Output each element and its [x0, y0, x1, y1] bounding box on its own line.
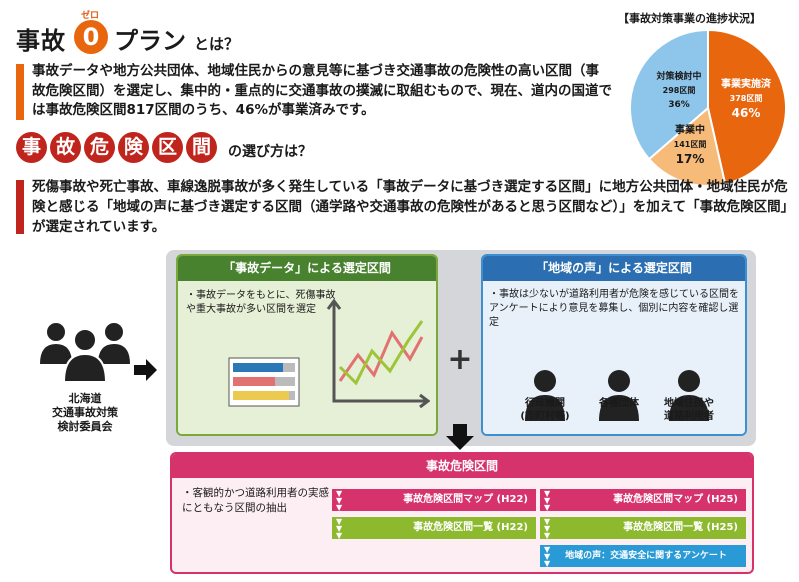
chip-list-h25: ▼▼▼ 事故危険区間一覧 (H25)	[540, 517, 746, 540]
zero-circle: 0	[74, 20, 108, 54]
stakeholder-label-line: 行政機関	[525, 398, 565, 409]
progress-title: 【事故対策事業の進捗状況】	[618, 12, 761, 25]
pie-label-review: 対策検討中 298区間 36%	[644, 70, 714, 112]
arrow-down-icon	[446, 424, 474, 450]
person-icon	[599, 370, 639, 421]
data-selection-title: 「事故データ」による選定区間	[178, 256, 436, 281]
stakeholder-label-line: 各種団体	[599, 398, 639, 409]
pie-label-ongoing-percent: 17%	[675, 152, 705, 166]
zero-emblem: ゼロ 0	[70, 10, 110, 56]
pie-label-review-percent: 36%	[668, 100, 690, 110]
pie-label-done: 事業実施済 378区間 46%	[706, 78, 786, 120]
stakeholder-label: 地域住民や 道路利用者	[649, 397, 729, 423]
chip-label: 事故危険区間マップ (H25)	[613, 494, 738, 505]
voice-selection-box: 「地域の声」による選定区間 ・事故は少ないが道路利用者が危険を感じている区間をア…	[481, 254, 747, 436]
chip-list-h22: ▼▼▼ 事故危険区間一覧 (H22)	[332, 517, 536, 540]
heading-suffix: の選び方は？	[228, 144, 312, 160]
chevron-down-icon: ▼▼▼	[544, 517, 551, 540]
page-title: 事故 ゼロ 0 プラン とは？	[16, 10, 240, 56]
heading-badge-char: 険	[118, 131, 149, 163]
committee-people-icon	[40, 323, 130, 383]
result-title: 事故危険区間	[172, 454, 752, 478]
heading-badge-char: 事	[16, 131, 47, 163]
title-suffix: とは？	[194, 35, 240, 53]
chip-survey-h25: ▼▼▼ 地域の声：交通安全に関するアンケート (H25)	[540, 545, 746, 568]
method-text: 死傷事故や死亡事故、車線逸脱事故が多く発生している「事故データに基づき選定する区…	[32, 179, 788, 235]
committee-label: 北海道 交通事故対策 検討委員会	[20, 392, 150, 434]
pie-label-done-count: 378区間	[729, 94, 763, 103]
pie-slice-ongoing	[647, 106, 727, 187]
data-selection-text: ・事故データをもとに、死傷事故や重大事故が多い区間を選定	[186, 290, 336, 315]
stakeholder-label: 行政機関 (市町村等)	[505, 397, 585, 423]
data-selection-body: ・事故データをもとに、死傷事故や重大事故が多い区間を選定	[178, 281, 436, 434]
intro-accent-bar	[16, 64, 24, 120]
stakeholder-label-line: 地域住民や	[664, 398, 714, 409]
pie-label-ongoing-count: 141区間	[673, 140, 707, 149]
plus-sign: +	[447, 342, 473, 377]
voice-selection-text: ・事故は少ないが道路利用者が危険を感じている区間をアンケートにより意見を募集し、…	[489, 289, 739, 328]
chevron-down-icon: ▼▼▼	[544, 545, 551, 568]
pie-label-ongoing-name: 事業中	[675, 125, 705, 136]
heading-badge-char: 間	[186, 131, 217, 163]
pie-label-ongoing: 事業中 141区間 17%	[660, 124, 720, 166]
pie-label-done-name: 事業実施済	[721, 79, 771, 90]
bar-chart-icon	[228, 357, 300, 407]
pie-label-done-percent: 46%	[731, 106, 761, 120]
person-icon	[669, 370, 709, 421]
section-heading: 事 故 危 険 区 間 の選び方は？	[16, 130, 312, 164]
stakeholder-label: 各種団体	[579, 397, 659, 410]
result-box: 事故危険区間 ・客観的かつ道路利用者の実感にともなう区間の抽出 ▼▼▼ 事故危険…	[170, 452, 754, 574]
title-part1: 事故	[16, 27, 66, 55]
committee-label-line: 交通事故対策	[52, 406, 118, 419]
heading-badge-char: 危	[84, 131, 115, 163]
heading-badge-char: 故	[50, 131, 81, 163]
pie-label-review-name: 対策検討中	[656, 72, 702, 82]
chip-map-h22: ▼▼▼ 事故危険区間マップ (H22)	[332, 489, 536, 512]
result-text: ・客観的かつ道路利用者の実感にともなう区間の抽出	[182, 487, 329, 514]
committee-label-line: 北海道	[68, 392, 102, 405]
chip-label: 事故危険区間一覧 (H25)	[623, 522, 738, 533]
intro-text: 事故データや地方公共団体、地域住民からの意見等に基づき交通事故の危険性の高い区間…	[32, 63, 612, 118]
committee-label-line: 検討委員会	[57, 420, 113, 433]
pie-slice-done	[707, 28, 787, 186]
arrow-right-icon	[134, 359, 157, 381]
pie-slice-review	[629, 28, 709, 161]
stakeholder-label-line: (市町村等)	[520, 411, 570, 422]
chevron-down-icon: ▼▼▼	[544, 489, 551, 512]
chip-map-h25: ▼▼▼ 事故危険区間マップ (H25)	[540, 489, 746, 512]
voice-selection-body: ・事故は少ないが道路利用者が危険を感じている区間をアンケートにより意見を募集し、…	[483, 281, 745, 434]
progress-pie-chart	[629, 28, 787, 187]
chip-label: 地域の声：交通安全に関するアンケート (H25)	[565, 551, 727, 561]
chip-label: 事故危険区間マップ (H22)	[403, 494, 528, 505]
pie-label-review-count: 298区間	[662, 86, 696, 95]
voice-selection-title: 「地域の声」による選定区間	[483, 256, 745, 281]
zero-ruby: ゼロ	[80, 11, 99, 21]
heading-badge-char: 区	[152, 131, 183, 163]
data-selection-box: 「事故データ」による選定区間 ・事故データをもとに、死傷事故や重大事故が多い区間…	[176, 254, 438, 436]
line-chart-icon	[326, 298, 430, 409]
title-part2: プラン	[114, 27, 186, 55]
method-accent-bar	[16, 180, 24, 234]
chevron-down-icon: ▼▼▼	[336, 517, 343, 540]
stakeholder-label-line: 道路利用者	[664, 411, 714, 422]
chip-label: 事故危険区間一覧 (H22)	[413, 522, 528, 533]
chevron-down-icon: ▼▼▼	[336, 489, 343, 512]
person-icon	[525, 370, 565, 421]
